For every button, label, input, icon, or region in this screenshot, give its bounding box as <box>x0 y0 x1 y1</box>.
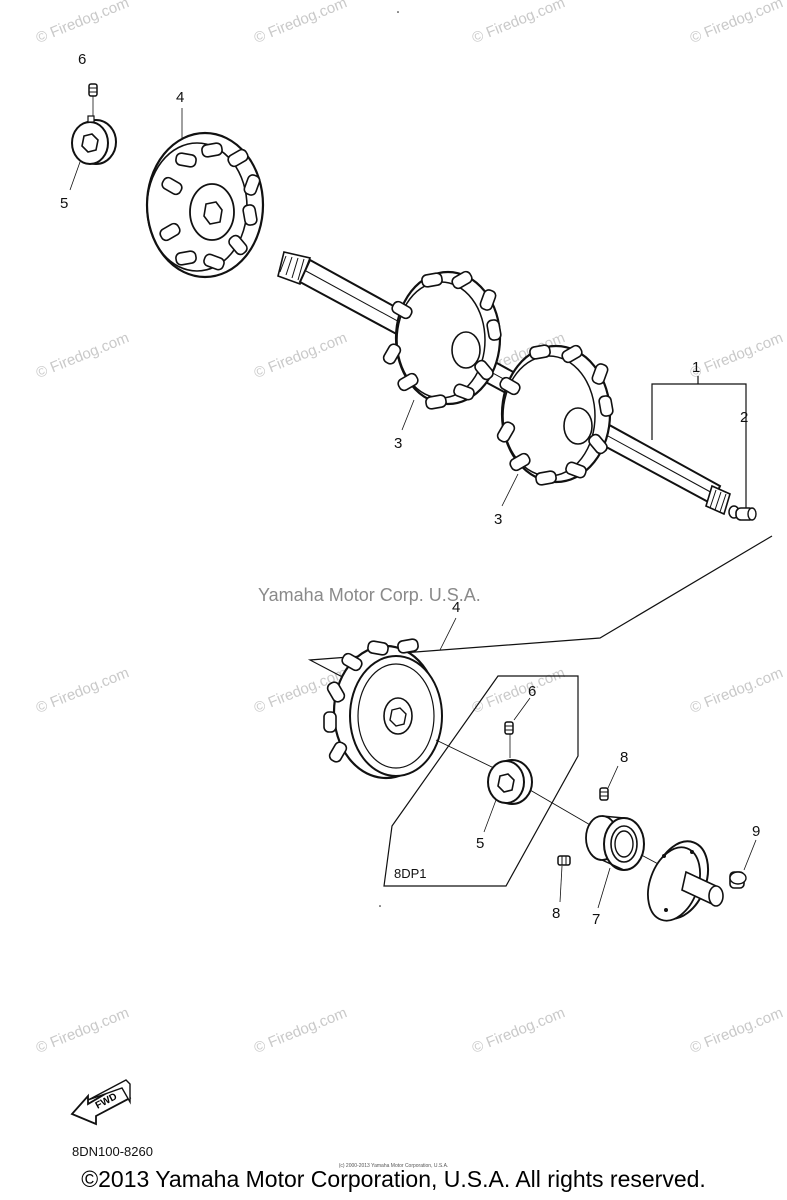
callout-5-top: 5 <box>60 195 69 212</box>
callout-6-bottom: 6 <box>528 683 537 700</box>
fwd-arrow-icon <box>70 1079 132 1126</box>
callout-8-top: 8 <box>620 749 629 766</box>
callout-2: 2 <box>740 409 749 426</box>
callout-4-top: 4 <box>176 89 185 106</box>
plug-part-2 <box>728 505 757 521</box>
leader-line <box>597 867 611 909</box>
small-print: (c) 2000-2013 Yamaha Motor Corporation, … <box>338 1163 449 1169</box>
sprocket-part-4-top <box>145 131 265 279</box>
group-box-8dp1 <box>383 675 579 887</box>
corp-watermark: Yamaha Motor Corp. U.S.A. <box>258 585 481 605</box>
collar-part-5-bottom <box>487 759 533 805</box>
set-screw-part-6-top <box>88 83 98 97</box>
copyright-notice: ©2013 Yamaha Motor Corporation, U.S.A. A… <box>81 1166 706 1192</box>
diagram-code: 8DN100-8260 <box>72 1144 153 1159</box>
axis-line <box>435 739 499 771</box>
callout-bracket-1 <box>651 376 747 508</box>
callout-4-bottom: 4 <box>452 599 461 616</box>
leader-line <box>513 697 531 721</box>
leader-line <box>607 765 619 789</box>
assembly-connection-line <box>307 535 773 683</box>
callout-3-left: 3 <box>394 435 403 452</box>
leader-line <box>559 865 563 903</box>
leader-line <box>401 399 415 431</box>
set-screw-part-6-bottom <box>504 721 514 735</box>
set-screw-part-8-top <box>599 787 609 801</box>
callout-9: 9 <box>752 823 761 840</box>
callout-1: 1 <box>692 359 701 376</box>
callout-7: 7 <box>592 911 601 928</box>
dot <box>397 11 399 13</box>
leader-line <box>501 473 519 507</box>
callout-5-bottom: 5 <box>476 835 485 852</box>
leader-line <box>69 161 81 191</box>
nut-part-9 <box>729 871 747 889</box>
leader-line <box>483 799 497 833</box>
sprocket-part-3-right <box>495 343 615 487</box>
hub-flange <box>647 840 724 922</box>
group-box-label: 8DP1 <box>394 866 427 881</box>
leader-line <box>439 617 457 651</box>
bearing-part-7 <box>585 815 645 871</box>
sprocket-part-3-left <box>381 269 503 411</box>
callout-3-right: 3 <box>494 511 503 528</box>
leader-line <box>743 839 757 871</box>
dot <box>379 905 381 907</box>
axis-line <box>529 789 593 827</box>
callout-6-top: 6 <box>78 51 87 68</box>
callout-8-bottom: 8 <box>552 905 561 922</box>
sprocket-part-4-bottom <box>323 637 443 780</box>
set-screw-part-8-bottom <box>557 855 571 866</box>
collar-part-5-top <box>71 115 117 165</box>
